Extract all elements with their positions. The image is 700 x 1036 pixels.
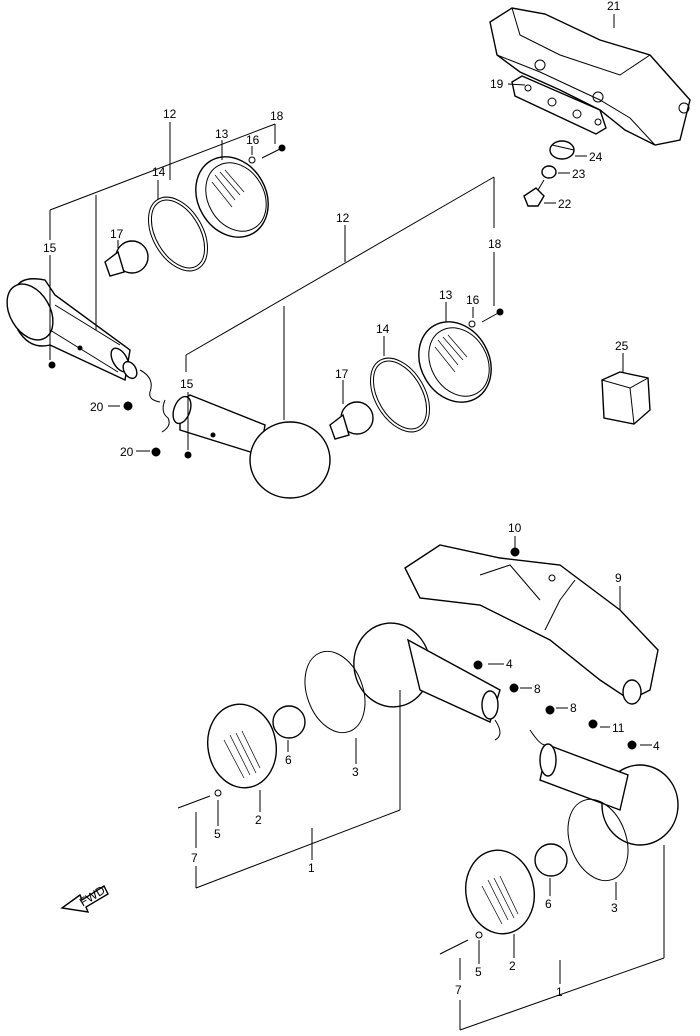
bracket-part-9 <box>404 544 659 705</box>
washer-part-5a <box>214 789 222 797</box>
callout-20-lower: 20 <box>120 445 134 459</box>
callout-18-upper: 18 <box>270 109 284 123</box>
callout-labels: 21 19 24 23 22 12 18 13 16 14 17 15 12 1… <box>43 0 660 999</box>
callout-16-upper: 16 <box>246 133 260 147</box>
bulb-part-17a <box>104 240 149 277</box>
callout-5-left: 5 <box>214 827 221 841</box>
screw-part-4a <box>473 660 483 670</box>
callout-4-left: 4 <box>506 657 513 671</box>
callout-7-left: 7 <box>191 851 198 865</box>
lens-part-13b <box>418 321 492 403</box>
lens-part-2a <box>207 703 277 789</box>
callout-10: 10 <box>508 521 522 535</box>
turn-signal-front-left <box>353 622 501 741</box>
bolt-part-20b <box>151 447 161 457</box>
callout-11: 11 <box>612 721 625 735</box>
callout-7-right: 7 <box>455 983 462 997</box>
callout-13-middle: 13 <box>439 288 453 302</box>
callout-15-middle: 15 <box>180 377 194 391</box>
callout-8-right: 8 <box>570 701 577 715</box>
leader-lines <box>49 14 665 1031</box>
relay-part-25 <box>601 371 651 425</box>
washer-part-16b <box>468 320 476 328</box>
bulb-part-17b <box>329 401 374 440</box>
callout-6-right: 6 <box>545 897 552 911</box>
bulb-socket-part-24 <box>549 140 575 160</box>
fwd-arrow-icon: FWD <box>60 883 109 913</box>
callout-6-left: 6 <box>285 753 292 767</box>
bulb-part-6a <box>272 705 306 739</box>
callout-18-middle: 18 <box>488 237 502 251</box>
callout-5-right: 5 <box>475 965 482 979</box>
gasket-part-14b <box>370 357 430 433</box>
callout-17-upper: 17 <box>110 227 124 241</box>
callout-24: 24 <box>589 150 603 164</box>
screw-part-7b <box>439 939 469 955</box>
screw-part-8b <box>545 705 555 715</box>
screw-part-22 <box>523 179 545 207</box>
bolt-part-20a <box>123 401 133 411</box>
screw-part-10 <box>510 547 520 557</box>
washer-part-5b <box>475 931 483 939</box>
gasket-part-3b <box>567 798 629 882</box>
screw-part-18b <box>481 308 504 323</box>
bulb-part-23 <box>541 165 557 179</box>
lens-part-13a <box>195 156 269 238</box>
screw-part-11 <box>588 719 598 729</box>
callout-12-upper: 12 <box>163 107 177 121</box>
turn-signal-rear-right <box>161 394 331 499</box>
screw-part-18a <box>261 144 286 159</box>
callout-23: 23 <box>572 167 586 181</box>
tail-housing-part-21 <box>489 7 691 146</box>
lens-part-2b <box>465 849 535 935</box>
screw-part-15a <box>48 361 56 369</box>
gasket-part-19 <box>511 75 607 135</box>
turn-signal-front-right <box>529 729 679 846</box>
callout-12-middle: 12 <box>336 211 350 225</box>
callout-15-upper: 15 <box>43 241 57 255</box>
screw-part-8a <box>509 683 519 693</box>
screw-part-15b <box>184 451 192 459</box>
callout-21: 21 <box>607 0 621 13</box>
callout-1-left: 1 <box>308 861 315 875</box>
screw-part-4b <box>627 740 637 750</box>
callout-14-middle: 14 <box>376 322 390 336</box>
callout-13-upper: 13 <box>215 127 229 141</box>
callout-22: 22 <box>558 197 572 211</box>
callout-19: 19 <box>490 77 504 91</box>
callout-2-left: 2 <box>255 813 262 827</box>
callout-9: 9 <box>615 571 622 585</box>
screw-part-7a <box>177 795 211 809</box>
gasket-part-3a <box>304 650 366 734</box>
callout-3-right: 3 <box>611 901 618 915</box>
bulb-part-6b <box>534 843 568 877</box>
callout-25: 25 <box>615 339 629 353</box>
callout-14-upper: 14 <box>152 165 166 179</box>
washer-part-16a <box>248 156 256 164</box>
callout-17-middle: 17 <box>335 367 349 381</box>
callout-2-right: 2 <box>509 959 516 973</box>
turn-signal-rear-left <box>6 278 161 403</box>
callout-4-right: 4 <box>653 739 660 753</box>
callout-20-upper: 20 <box>90 400 104 414</box>
callout-16-middle: 16 <box>466 293 480 307</box>
callout-3-left: 3 <box>352 765 359 779</box>
callout-8-left: 8 <box>534 682 541 696</box>
callout-1-right: 1 <box>556 985 563 999</box>
